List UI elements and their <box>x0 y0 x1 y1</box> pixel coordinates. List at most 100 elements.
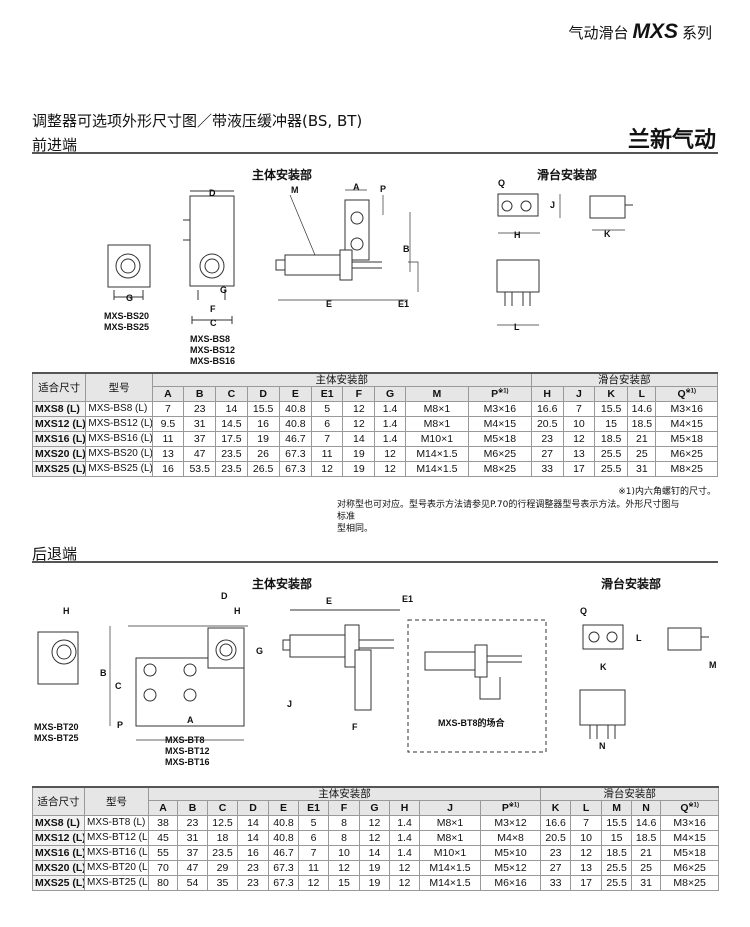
table-cell: 67.3 <box>278 461 313 477</box>
dim-q: Q <box>498 178 506 188</box>
table-cell: MXS20 (L) <box>31 446 87 462</box>
dim-c: C <box>115 681 122 691</box>
drawing-bt-slide <box>579 624 709 739</box>
table-cell: M8×1 <box>419 815 481 831</box>
column-header-m: M <box>404 386 470 402</box>
header-slide-mount: 滑台安装部 <box>540 786 720 801</box>
table-cell: 35 <box>207 875 238 891</box>
divider <box>32 561 718 563</box>
table-cell: MXS16 (L) <box>31 431 87 447</box>
table-cell: 70 <box>148 860 178 876</box>
table-cell: 12 <box>359 815 390 831</box>
column-label: M <box>612 802 621 814</box>
dim-c: C <box>210 318 217 328</box>
column-header-e1: E1 <box>298 800 329 816</box>
table-cell: 8 <box>328 815 360 831</box>
label-slide-mount-2: 滑台安装部 <box>601 577 662 591</box>
column-header-q: Q※1) <box>660 800 720 816</box>
table-cell: MXS-BT12 (L) <box>84 830 149 846</box>
table-cell: 23.5 <box>215 461 248 477</box>
column-header-p: P※1) <box>479 800 542 816</box>
table-cell: M5×10 <box>479 845 542 861</box>
column-label: J <box>447 802 453 814</box>
table-cell: M8×1 <box>419 830 481 846</box>
table-cell: M4×15 <box>660 830 720 846</box>
column-label: E1 <box>320 388 334 400</box>
column-header-d: D <box>237 800 269 816</box>
table-cell: M8×1 <box>404 401 470 417</box>
divider <box>32 152 718 154</box>
table-cell: 18 <box>207 830 238 846</box>
table-cell: 1.4 <box>374 401 406 417</box>
dim-q: Q <box>580 606 588 616</box>
column-header-c: C <box>207 800 238 816</box>
table-cell: 11 <box>298 860 329 876</box>
table-cell: 10 <box>328 845 360 861</box>
column-header-e: E <box>278 386 313 402</box>
header-body-mount: 主体安装部 <box>151 372 532 387</box>
table-cell: 14 <box>237 815 269 831</box>
table-cell: 19 <box>359 875 390 891</box>
table-cell: 38 <box>148 815 178 831</box>
caption-bs8: MXS-BS8 <box>190 334 231 344</box>
caption-bs20: MXS-BS20 <box>104 311 150 321</box>
table-cell: M6×16 <box>479 875 542 891</box>
table-cell: M8×25 <box>468 461 532 477</box>
column-label: D <box>249 802 257 814</box>
column-label: B <box>188 802 197 814</box>
column-label: P <box>501 802 509 814</box>
table-cell: 47 <box>177 860 208 876</box>
dim-k: K <box>600 662 607 672</box>
table-cell: MXS-BS25 (L) <box>85 461 153 477</box>
column-header-d: D <box>246 386 280 402</box>
dim-g2: G <box>126 293 134 303</box>
series-suffix: 系列 <box>681 24 712 42</box>
table-cell: 17 <box>570 875 603 891</box>
table-cell: 67.3 <box>278 446 313 462</box>
table-cell: 27 <box>540 860 572 876</box>
caption-bt16: MXS-BT16 <box>165 757 210 767</box>
table-cell: 37 <box>177 845 208 861</box>
dim-j: J <box>550 200 556 210</box>
caption-bt8: MXS-BT8 <box>165 735 205 745</box>
column-header-e: E <box>268 800 299 816</box>
column-label: M <box>432 388 442 400</box>
table-cell: 26.5 <box>246 461 280 477</box>
table-cell: 1.4 <box>389 845 420 861</box>
dim-f: F <box>352 722 358 732</box>
table-cell: 7 <box>298 845 329 861</box>
table-cell: 19 <box>359 860 390 876</box>
table-cell: 1.4 <box>389 830 420 846</box>
column-header-h: H <box>389 800 420 816</box>
table-cell: 19 <box>342 461 376 477</box>
column-header-p: P※1) <box>468 386 532 402</box>
column-header-q: Q※1) <box>655 386 718 402</box>
column-label: Q <box>677 388 686 400</box>
table-cell: MXS8 (L) <box>32 815 85 831</box>
table-cell: M14×1.5 <box>419 875 481 891</box>
column-header-k: K <box>540 800 572 816</box>
table-cell: 12 <box>310 461 344 477</box>
column-label: F <box>355 388 363 400</box>
series-name: MXS <box>632 20 678 43</box>
column-label: A <box>164 388 172 400</box>
dim-a: A <box>187 715 194 725</box>
note-footnote: ※1)内六角螺钉的尺寸。 <box>618 487 716 497</box>
table-cell: 67.3 <box>268 860 299 876</box>
column-header-e1: E1 <box>310 386 344 402</box>
table-cell: 14 <box>342 431 376 447</box>
dim-j: J <box>287 699 293 709</box>
table-cell: 12 <box>328 860 360 876</box>
table-cell: 14.6 <box>631 815 662 831</box>
dim-b: B <box>100 668 107 678</box>
column-label: C <box>218 802 227 814</box>
footnote-mark: ※1) <box>685 388 696 395</box>
column-header-b: B <box>177 800 208 816</box>
dim-e: E <box>326 299 333 309</box>
table-cell: M10×1 <box>419 845 481 861</box>
